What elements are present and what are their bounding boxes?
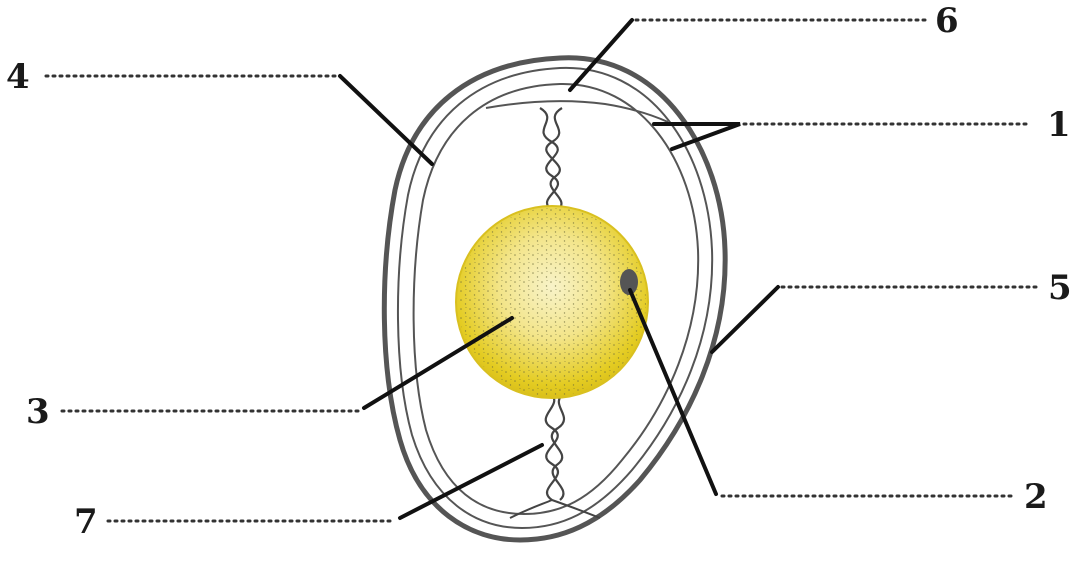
air-cell	[486, 101, 668, 122]
label-3-group: 3	[26, 318, 512, 432]
label-4-group: 4	[6, 57, 432, 164]
label-5-group: 5	[712, 268, 1072, 352]
label-1-group: 1	[654, 105, 1071, 149]
label-6: 6	[935, 1, 959, 41]
label-2: 2	[1024, 477, 1048, 517]
label-4: 4	[6, 57, 30, 97]
yolk	[456, 206, 648, 398]
upper-chalaza	[540, 108, 562, 210]
label-1: 1	[1047, 105, 1071, 145]
label-3: 3	[26, 392, 50, 432]
label-7: 7	[74, 502, 98, 542]
label-5: 5	[1048, 268, 1072, 308]
label-6-group: 6	[570, 1, 959, 90]
